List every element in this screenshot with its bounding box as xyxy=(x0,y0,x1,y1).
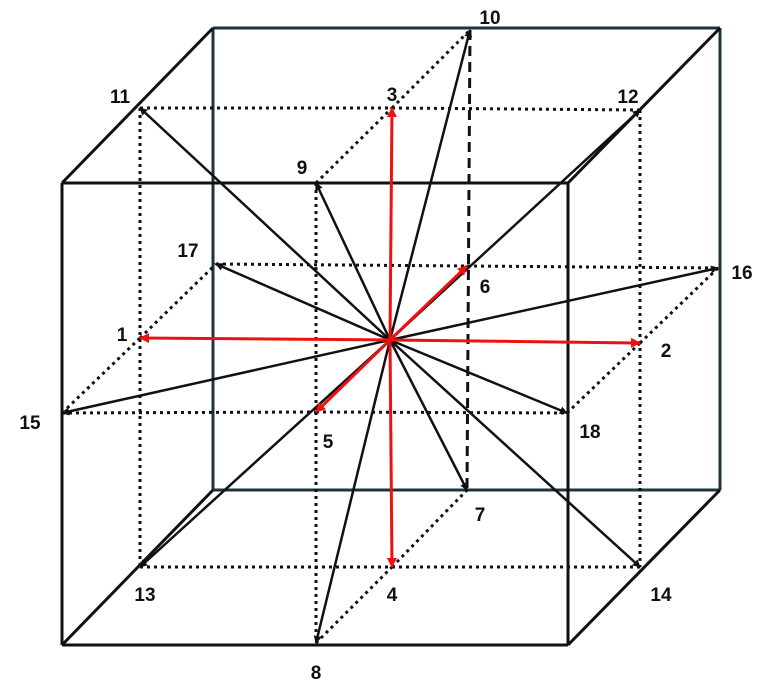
dotted-guide-line xyxy=(565,341,642,415)
arrow-direction-13 xyxy=(139,339,391,568)
guide-lines xyxy=(60,28,720,645)
label-direction-13: 13 xyxy=(134,585,155,606)
dotted-guide-line xyxy=(390,488,469,569)
label-direction-2: 2 xyxy=(661,341,672,362)
depth-edge xyxy=(60,26,215,185)
label-direction-9: 9 xyxy=(297,158,308,179)
label-direction-7: 7 xyxy=(475,505,486,526)
arrow-direction-8 xyxy=(313,339,392,644)
label-direction-3: 3 xyxy=(387,85,398,106)
arrow-direction-1 xyxy=(139,333,391,344)
arrow-direction-14 xyxy=(389,339,641,568)
label-direction-5: 5 xyxy=(323,432,334,453)
arrow-direction-4 xyxy=(386,339,397,568)
dotted-guide-line xyxy=(390,28,472,110)
label-direction-6: 6 xyxy=(480,277,491,298)
cube-back-face xyxy=(211,26,722,492)
label-direction-18: 18 xyxy=(579,422,600,443)
dotted-guide-line xyxy=(314,106,394,185)
arrow-direction-2 xyxy=(389,337,641,348)
dotted-guide-line xyxy=(314,565,394,645)
arrow-direction-9 xyxy=(314,182,392,341)
label-direction-12: 12 xyxy=(617,87,638,108)
arrow-direction-18 xyxy=(389,338,568,415)
label-direction-16: 16 xyxy=(731,263,752,284)
arrow-direction-15 xyxy=(61,338,391,416)
dotted-guide-line xyxy=(61,410,317,415)
cube-front-face xyxy=(60,26,722,647)
dotted-guide-line xyxy=(215,262,468,268)
label-direction-8: 8 xyxy=(311,663,322,684)
depth-edge xyxy=(566,26,722,185)
label-direction-4: 4 xyxy=(387,585,398,606)
dotted-guide-line xyxy=(315,410,568,415)
label-direction-14: 14 xyxy=(650,585,672,606)
label-direction-1: 1 xyxy=(117,325,128,346)
label-direction-17: 17 xyxy=(177,241,198,262)
dotted-guide-line xyxy=(60,336,142,415)
depth-edge xyxy=(60,488,215,647)
arrow-direction-7 xyxy=(388,339,469,491)
arrow-direction-17 xyxy=(215,262,391,342)
dotted-guide-line xyxy=(466,264,719,270)
arrow-direction-3 xyxy=(386,107,397,341)
arrow-direction-11 xyxy=(139,107,391,341)
arrow-direction-10 xyxy=(388,29,473,341)
label-direction-11: 11 xyxy=(110,87,131,108)
dotted-guide-line xyxy=(638,266,720,345)
depth-edge xyxy=(566,488,722,647)
arrow-direction-6 xyxy=(388,264,469,342)
velocity-arrows xyxy=(61,29,719,644)
arrow-direction-16 xyxy=(389,265,719,342)
dotted-guide-line xyxy=(391,106,641,112)
dotted-guide-line xyxy=(138,262,218,340)
dashed-guide-line xyxy=(465,29,472,491)
label-direction-10: 10 xyxy=(479,8,500,29)
label-direction-15: 15 xyxy=(19,413,41,434)
arrow-direction-5 xyxy=(314,338,392,414)
